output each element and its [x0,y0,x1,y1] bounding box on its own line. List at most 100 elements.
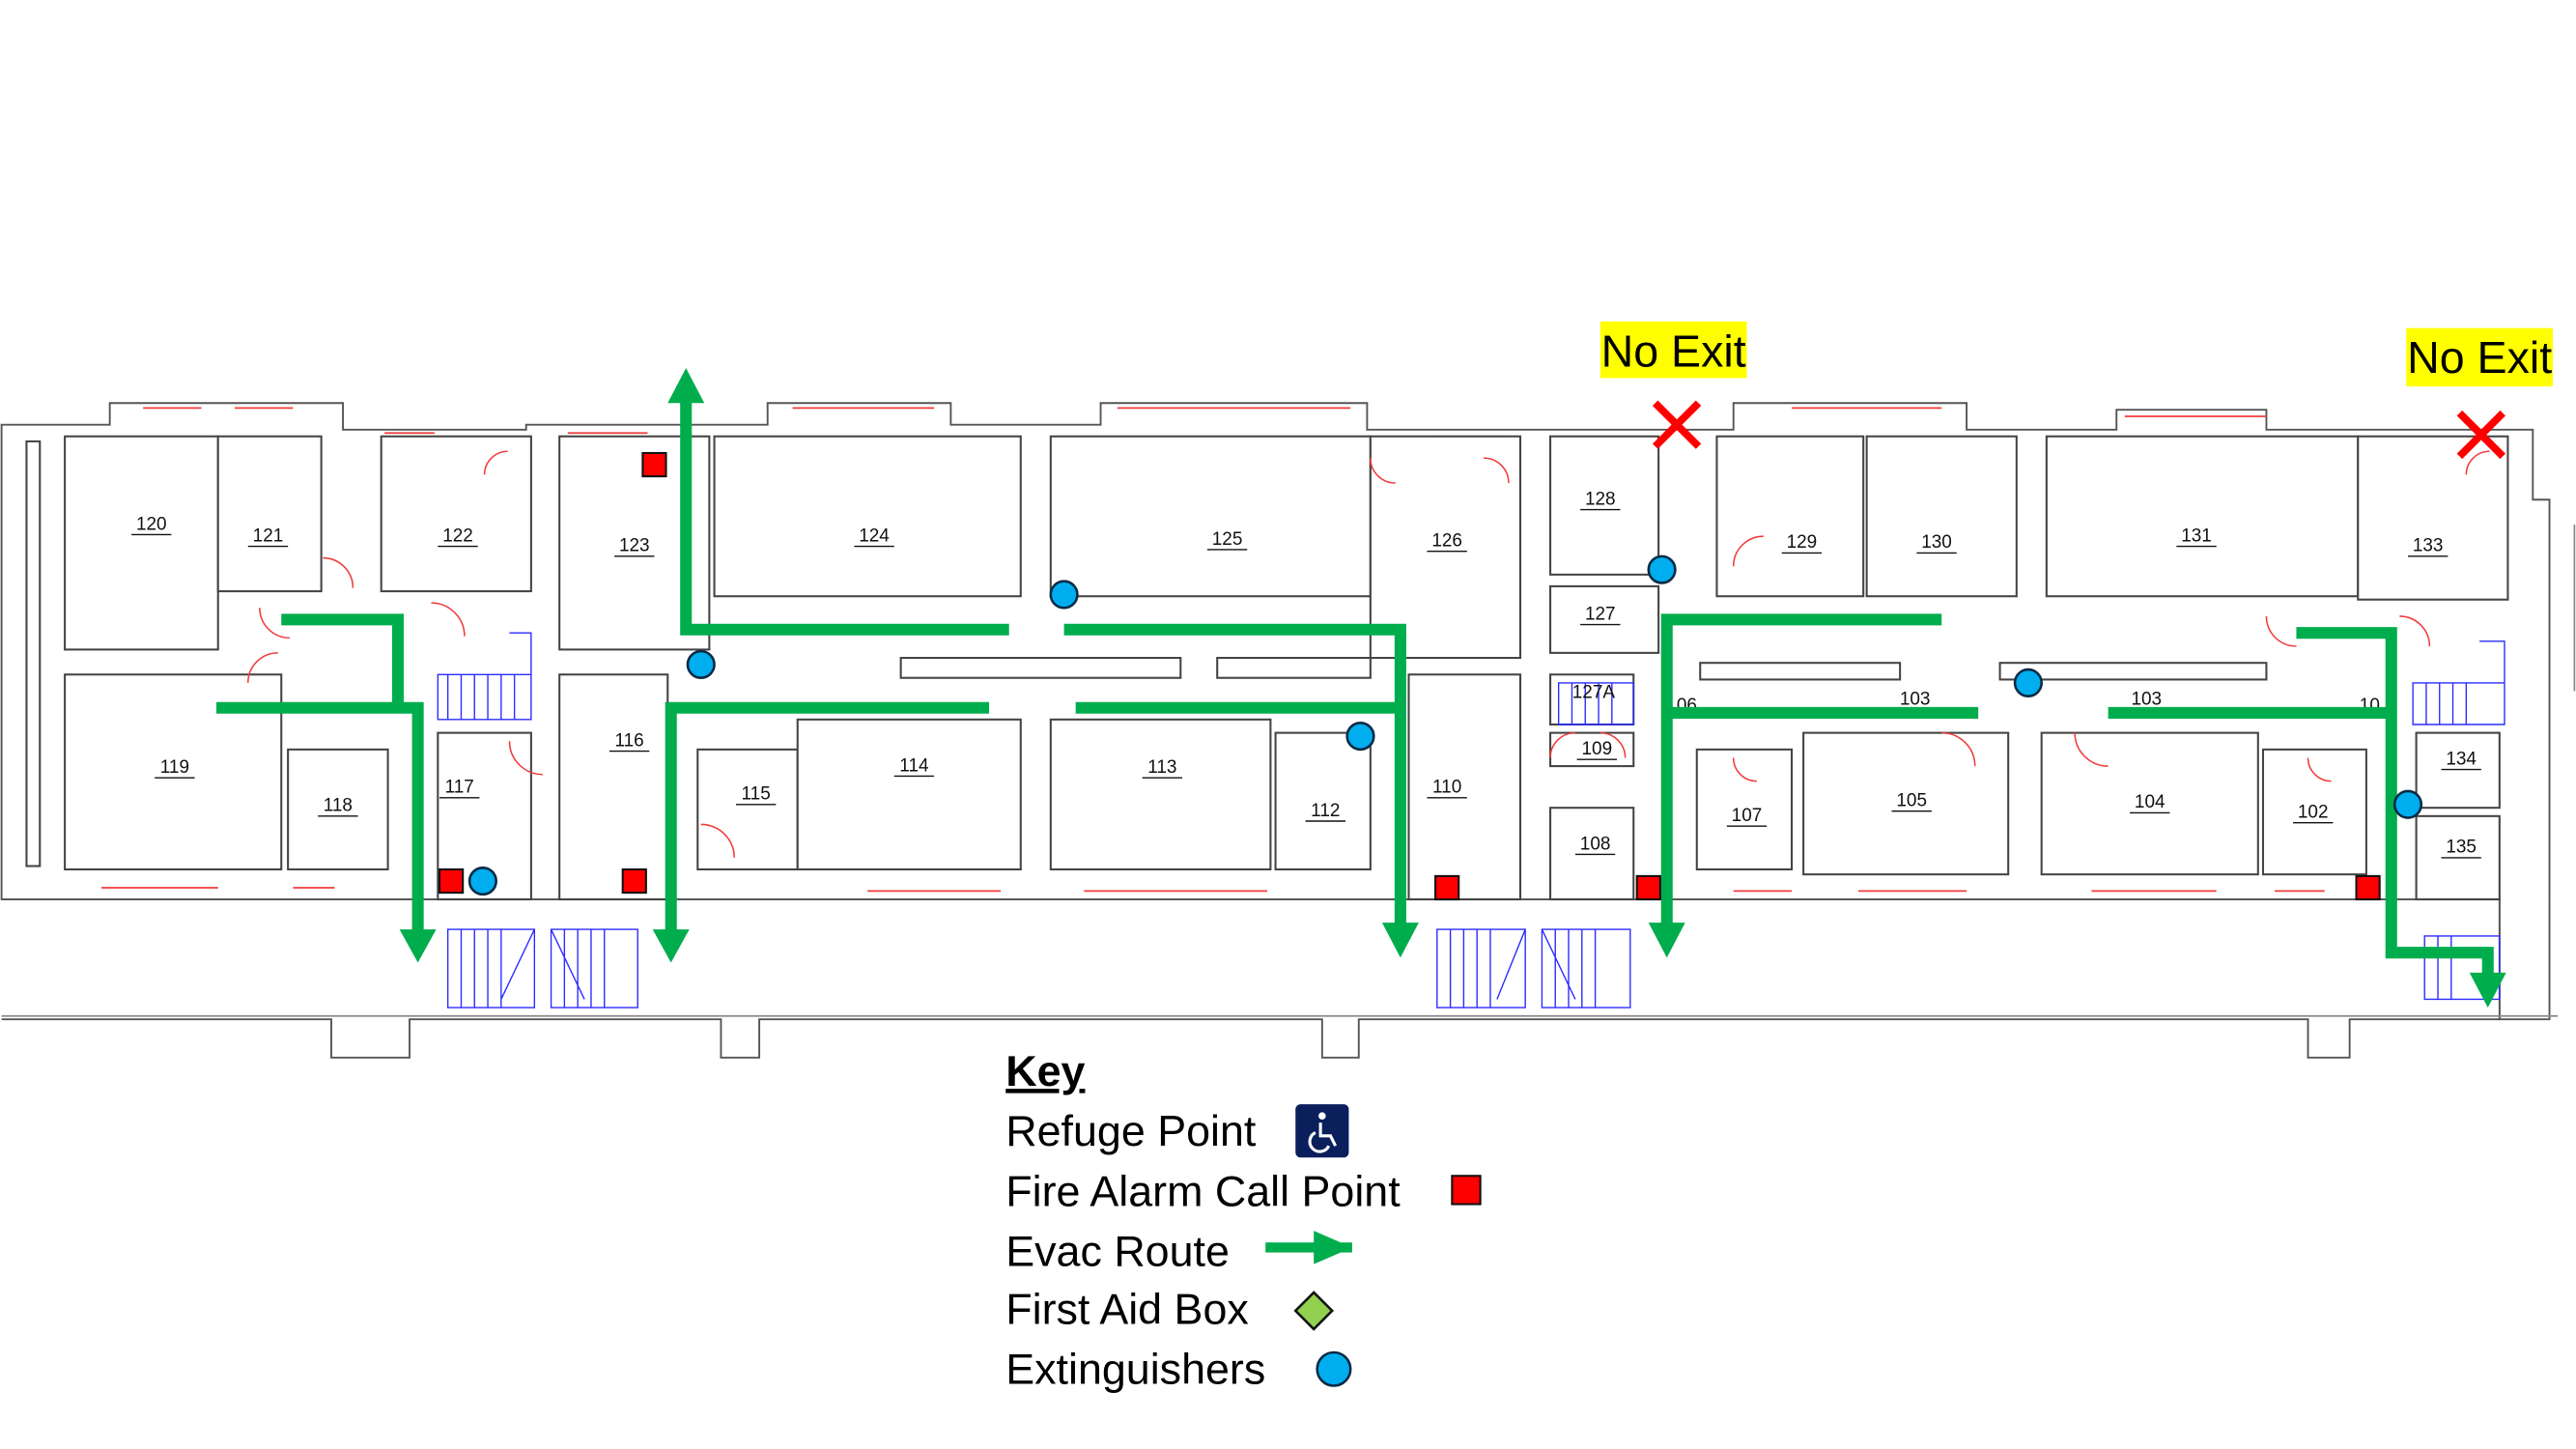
svg-text:116: 116 [614,730,643,751]
room-123: 123 [614,536,655,557]
room-129: 129 [1781,532,1823,554]
evac-routes [216,368,2506,1009]
fire-alarm-icon [2355,874,2381,901]
svg-text:131: 131 [2181,526,2212,546]
doors [247,450,2490,858]
room-128: 128 [1580,489,1621,511]
legend-item-evac-route: Evac Route [1005,1227,1352,1275]
blue-circle-icon [1316,1350,1352,1387]
room-133: 133 [2407,536,2449,557]
evac-route-east-center [1648,613,1979,958]
fire-alarm-call-points [439,451,2381,901]
legend-title: Key [1005,1047,1085,1095]
room-125: 125 [1206,529,1248,551]
svg-text:115: 115 [742,784,771,805]
legend: Key Refuge Point Fire Alarm Call Point E… [1005,1047,1482,1394]
room-107: 107 [1726,806,1768,827]
room-113: 113 [1142,757,1183,779]
fire-alarm-icon [621,867,647,895]
evac-route-west [216,613,437,963]
arrow-down-icon [2469,972,2506,1009]
svg-text:122: 122 [442,526,473,546]
svg-text:121: 121 [253,526,284,546]
fire-alarm-icon [439,867,465,895]
svg-text:113: 113 [1147,757,1176,778]
svg-text:103: 103 [2131,689,2162,709]
svg-text:Extinguishers: Extinguishers [1005,1346,1265,1394]
svg-text:124: 124 [859,526,890,546]
evac-route-east [2108,627,2506,1009]
legend-item-fire-alarm: Fire Alarm Call Point [1005,1167,1482,1215]
no-exit-marker-2: No Exit [2406,327,2553,460]
svg-text:135: 135 [2446,838,2477,858]
room-130: 130 [1916,532,1957,554]
extinguisher-icon [467,866,497,896]
svg-text:118: 118 [324,796,353,816]
evac-route-110 [1063,623,1419,958]
extinguisher-icon [1647,554,1677,584]
room-114: 114 [893,755,935,778]
svg-text:134: 134 [2446,749,2477,769]
svg-text:No Exit: No Exit [1601,326,1746,376]
room-120: 120 [131,514,172,536]
legend-item-refuge-point: Refuge Point [1005,1104,1349,1158]
svg-text:127A: 127A [1572,682,1616,702]
svg-text:First Aid Box: First Aid Box [1005,1286,1249,1334]
svg-text:123: 123 [619,536,650,556]
room-135: 135 [2441,838,2481,859]
svg-text:128: 128 [1585,489,1616,509]
arrow-down-icon [1381,923,1419,958]
green-diamond-icon [1293,1291,1335,1331]
red-square-icon [1451,1175,1482,1206]
rooms [25,435,2509,901]
svg-text:126: 126 [1431,531,1462,552]
room-119: 119 [155,757,195,779]
extinguisher-icon [2013,668,2043,697]
room-134: 134 [2441,749,2481,771]
svg-text:No Exit: No Exit [2407,332,2552,383]
room-112: 112 [1305,801,1345,822]
red-x-icon [2456,410,2506,460]
evac-route-north [667,368,1009,636]
svg-text:104: 104 [2135,792,2166,812]
svg-text:130: 130 [1921,532,1952,553]
svg-text:Evac Route: Evac Route [1005,1227,1230,1275]
arrow-up-icon [667,368,705,404]
svg-text:109: 109 [1582,739,1613,759]
room-103-east: 103 [2131,689,2162,709]
no-exit-marker-1: No Exit [1599,321,1747,449]
room-109: 109 [1576,739,1618,760]
room-122: 122 [438,526,478,548]
svg-text:108: 108 [1580,834,1611,854]
room-115: 115 [735,784,777,806]
green-arrow-icon [1265,1231,1352,1264]
svg-text:129: 129 [1787,532,1818,553]
room-117: 117 [439,778,480,799]
room-103-west: 103 [1900,689,1931,709]
svg-text:110: 110 [1432,778,1461,798]
arrow-down-icon [1648,923,1685,958]
room-131: 131 [2176,526,2217,548]
extinguisher-icon [1049,580,1079,610]
room-127a: 127A [1572,682,1616,702]
svg-text:127: 127 [1585,604,1616,624]
fire-alarm-icon [1434,874,1460,901]
arrow-down-icon [399,929,437,963]
wheelchair-icon [1295,1104,1349,1158]
room-108: 108 [1574,834,1616,856]
svg-text:125: 125 [1212,529,1243,550]
extinguisher-icon [1345,721,1375,752]
svg-text:114: 114 [899,755,928,776]
svg-text:112: 112 [1311,801,1340,821]
extinguishers [467,554,2423,896]
room-118: 118 [318,796,358,817]
legend-item-first-aid: First Aid Box [1005,1286,1335,1334]
room-124: 124 [854,526,894,548]
svg-text:133: 133 [2413,536,2444,556]
red-x-icon [1652,400,1702,449]
room-121: 121 [247,526,289,548]
room-126: 126 [1427,531,1467,553]
svg-text:105: 105 [1896,790,1927,810]
arrow-down-icon [652,929,690,963]
